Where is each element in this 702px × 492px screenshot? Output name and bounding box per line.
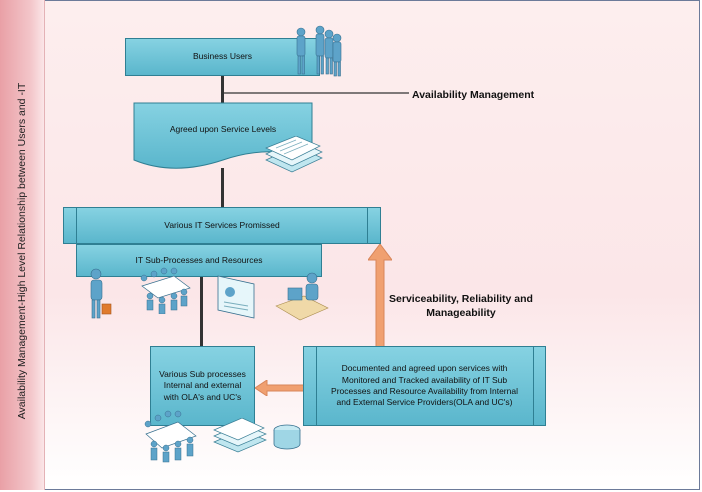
meeting-group-icon — [144, 410, 197, 463]
it-services-box: Various IT Services Promissed — [63, 207, 381, 244]
sub-processes-resources-label: IT Sub-Processes and Resources — [135, 254, 263, 265]
availability-pointer-line — [224, 88, 414, 98]
feedback-arrow — [255, 380, 305, 396]
connector-users-to-sla — [221, 76, 224, 104]
person-icon — [90, 268, 112, 319]
database-icon — [273, 424, 301, 450]
side-banner: Availability Management-High Level Relat… — [0, 0, 45, 490]
connector-sla-to-services — [221, 168, 224, 208]
service-levels-text: Agreed upon Service Levels — [133, 110, 313, 150]
serviceability-arrow — [368, 244, 392, 348]
serviceability-label: Serviceability, Reliability and Manageab… — [389, 293, 533, 320]
side-title: Availability Management-High Level Relat… — [16, 82, 28, 420]
availability-management-label: Availability Management — [412, 89, 535, 101]
documented-right-rail — [533, 346, 534, 426]
business-users-box: Business Users — [125, 38, 320, 76]
presentation-icon — [217, 275, 255, 319]
it-services-left-rail — [76, 207, 77, 244]
document-stack-icon — [213, 418, 267, 453]
documents-icon — [265, 136, 323, 173]
desk-worker-icon — [275, 272, 329, 321]
meeting-icon — [140, 267, 191, 314]
business-users-label: Business Users — [192, 51, 253, 62]
documented-services-label: Documented and agreed upon services with… — [331, 363, 518, 408]
documented-services-box: Documented and agreed upon services with… — [303, 346, 546, 426]
documented-left-rail — [316, 346, 317, 426]
connector-resources-to-subprocesses — [200, 277, 203, 347]
people-icon — [296, 25, 342, 77]
sub-processes-resources-box: IT Sub-Processes and Resources — [76, 244, 322, 277]
it-services-label: Various IT Services Promissed — [164, 219, 280, 230]
it-services-right-rail — [367, 207, 368, 244]
service-levels-label: Agreed upon Service Levels — [169, 124, 277, 135]
various-sub-processes-label: Various Sub processes Internal and exter… — [159, 368, 246, 402]
